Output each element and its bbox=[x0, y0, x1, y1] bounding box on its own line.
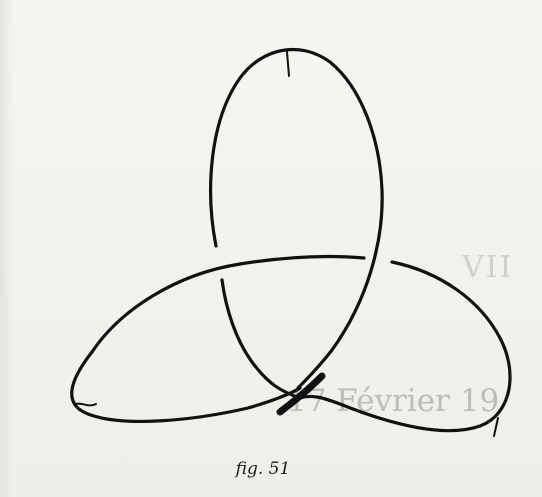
tick-mark-top bbox=[287, 52, 289, 76]
knot-strand-left-descent bbox=[222, 280, 300, 398]
tick-mark-left bbox=[76, 404, 96, 406]
tick-mark-right bbox=[494, 418, 498, 436]
knot-strand-right-lobe bbox=[300, 262, 510, 431]
figure-caption: fig. 51 bbox=[0, 459, 542, 479]
knot-strand-left-lobe bbox=[72, 352, 300, 421]
